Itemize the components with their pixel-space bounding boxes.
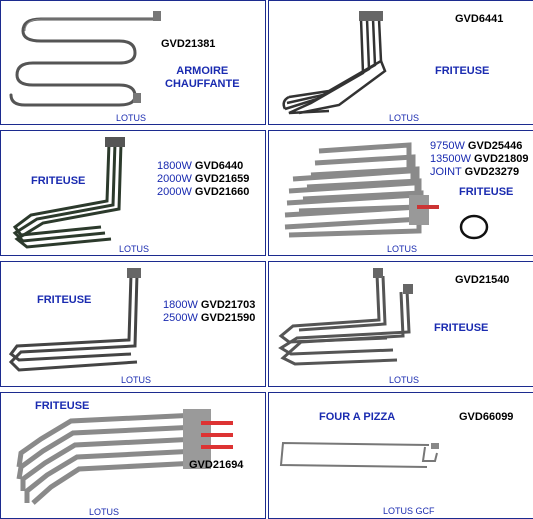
- product-code: GVD25446: [467, 140, 523, 152]
- spec-row: 2000W GVD21660: [157, 186, 249, 199]
- category-label: FRITEUSE: [459, 186, 513, 199]
- brand-label: LOTUS: [119, 244, 150, 254]
- spec-row: 13500W GVD21809: [430, 153, 528, 166]
- brand-label: LOTUS: [116, 113, 147, 123]
- heating-element-image: [282, 11, 387, 115]
- spec-list: 9750W GVD25446 13500W GVD21809 JOINT GVD…: [430, 140, 528, 179]
- category-line: ARMOIRE: [176, 65, 229, 77]
- spec-row: 2500W GVD21590: [163, 312, 255, 325]
- brand-label: LOTUS: [89, 507, 120, 517]
- product-code: GVD21590: [200, 312, 256, 324]
- heating-element-image: [12, 137, 125, 249]
- category-line: FRITEUSE: [31, 175, 86, 187]
- product-code: GVD23279: [464, 166, 520, 178]
- brand-label: LOTUS: [389, 375, 420, 385]
- category-label: FRITEUSE: [435, 65, 489, 78]
- category-label: FRITEUSE: [37, 294, 91, 307]
- category-line: FRITEUSE: [434, 322, 489, 334]
- category-label: ARMOIRE CHAUFFANTE: [165, 65, 240, 91]
- category-label: FOUR A PIZZA: [319, 411, 395, 424]
- power-rating: 9750W: [430, 140, 465, 152]
- category-label: FRITEUSE: [434, 322, 488, 335]
- product-code: GVD21540: [455, 274, 510, 286]
- product-cell-gvd6440[interactable]: FRITEUSE 1800W GVD6440 2000W GVD21659 20…: [0, 130, 266, 256]
- heating-element-image: [16, 409, 233, 505]
- product-cell-gvd21381[interactable]: GVD21381 ARMOIRE CHAUFFANTE LOTUS: [0, 0, 266, 125]
- power-rating: 1800W: [163, 299, 198, 311]
- product-cell-gvd21703[interactable]: FRITEUSE 1800W GVD21703 2500W GVD21590 L…: [0, 261, 266, 387]
- product-code: GVD21703: [200, 299, 256, 311]
- product-code: GVD6440: [194, 160, 244, 172]
- product-code: GVD21694: [189, 459, 244, 471]
- power-rating: 1800W: [157, 160, 192, 172]
- category-line: FRITEUSE: [459, 186, 514, 198]
- product-code: GVD21381: [161, 38, 216, 50]
- brand-label: LOTUS GCF: [383, 506, 435, 516]
- category-line: FRITEUSE: [35, 400, 90, 412]
- power-rating: 2500W: [163, 312, 198, 324]
- spec-list: 1800W GVD6440 2000W GVD21659 2000W GVD21…: [157, 160, 249, 199]
- heating-element-image: [279, 441, 439, 468]
- power-rating: 13500W: [430, 153, 471, 165]
- power-rating: 2000W: [157, 173, 192, 185]
- product-cell-gvd66099[interactable]: FOUR A PIZZA GVD66099 LOTUS GCF: [268, 392, 533, 519]
- power-rating: 2000W: [157, 186, 192, 198]
- heating-element-image: [8, 268, 141, 372]
- product-cell-gvd21694[interactable]: FRITEUSE GVD21694 LOTUS: [0, 392, 266, 519]
- product-code: GVD6441: [455, 13, 504, 25]
- power-rating: JOINT: [430, 166, 462, 178]
- spec-row: JOINT GVD23279: [430, 166, 528, 179]
- category-line: FOUR A PIZZA: [319, 411, 396, 423]
- product-code: GVD21659: [194, 173, 250, 185]
- brand-label: LOTUS: [121, 375, 152, 385]
- brand-label: LOTUS: [387, 244, 418, 254]
- product-cell-gvd6441[interactable]: GVD6441 FRITEUSE LOTUS: [268, 0, 533, 125]
- product-cell-gvd25446[interactable]: 9750W GVD25446 13500W GVD21809 JOINT GVD…: [268, 130, 533, 256]
- brand-label: LOTUS: [389, 113, 420, 123]
- category-line: FRITEUSE: [37, 294, 92, 306]
- spec-row: 2000W GVD21659: [157, 173, 249, 186]
- heating-element-image: [284, 142, 489, 240]
- category-line: CHAUFFANTE: [165, 78, 240, 90]
- heating-element-image: [9, 11, 161, 107]
- product-code: GVD66099: [459, 411, 514, 423]
- category-line: FRITEUSE: [435, 65, 490, 77]
- spec-list: 1800W GVD21703 2500W GVD21590: [163, 299, 255, 325]
- category-label: FRITEUSE: [31, 175, 85, 188]
- product-code: GVD21660: [194, 186, 250, 198]
- spec-row: 1800W GVD6440: [157, 160, 249, 173]
- spec-row: 9750W GVD25446: [430, 140, 528, 153]
- heating-element-image: [278, 268, 413, 366]
- product-code: GVD21809: [474, 153, 529, 165]
- category-label: FRITEUSE: [35, 400, 89, 413]
- product-cell-gvd21540[interactable]: GVD21540 FRITEUSE LOTUS: [268, 261, 533, 387]
- spec-row: 1800W GVD21703: [163, 299, 255, 312]
